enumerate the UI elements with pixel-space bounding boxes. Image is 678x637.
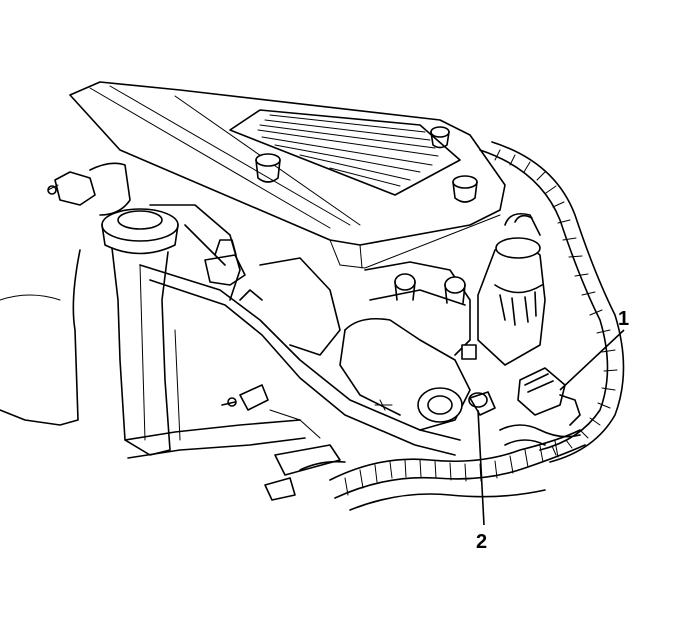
oil-filler-tube bbox=[101, 208, 179, 456]
wiring-harness-right bbox=[479, 141, 625, 463]
crossover-tube bbox=[124, 264, 461, 459]
hose-fitting bbox=[468, 391, 496, 416]
callout-2-leader bbox=[477, 409, 485, 526]
wiring-harness-lower bbox=[329, 424, 586, 511]
electrical-connector bbox=[517, 367, 581, 426]
callout-1-leader bbox=[559, 329, 625, 391]
valve-cover bbox=[69, 81, 506, 269]
left-engine-block bbox=[0, 204, 241, 441]
callout-2-label: 2 bbox=[476, 531, 487, 553]
lower-left-wiring bbox=[221, 384, 346, 501]
left-upper-sensor bbox=[47, 162, 131, 216]
sensor-body bbox=[477, 212, 546, 366]
valve-cover-vent-grille bbox=[229, 109, 461, 196]
callout-2: 2 bbox=[476, 409, 487, 553]
throttle-housing bbox=[364, 261, 477, 360]
valve-cover-bolts bbox=[255, 126, 478, 203]
throttle-body bbox=[259, 257, 471, 431]
callout-1-label: 1 bbox=[618, 308, 629, 330]
callout-1: 1 bbox=[559, 308, 629, 391]
left-bracket bbox=[0, 239, 263, 301]
